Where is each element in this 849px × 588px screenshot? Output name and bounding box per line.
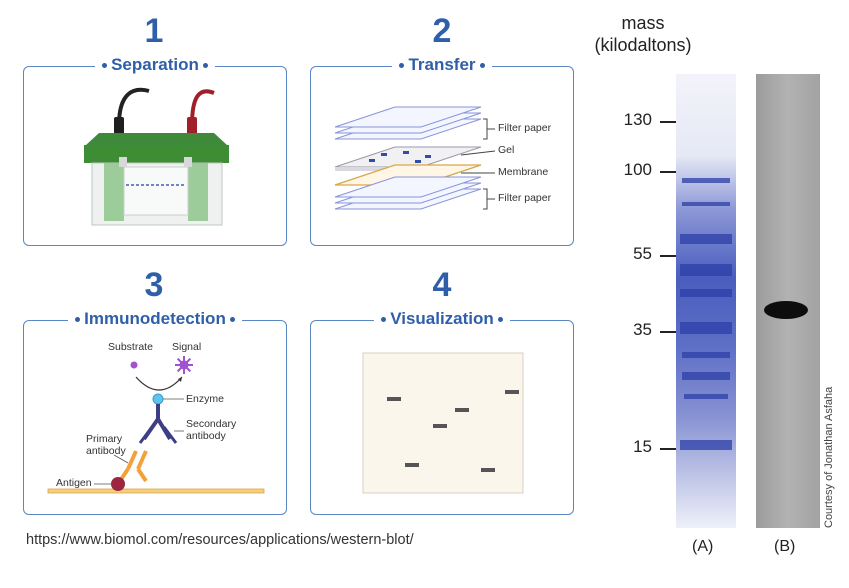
enzyme-label: Enzyme bbox=[186, 393, 224, 405]
mass-header-line1: mass bbox=[621, 13, 665, 33]
step-number-3: 3 bbox=[144, 266, 164, 304]
transfer-stack-illustration bbox=[334, 106, 496, 210]
antibody-detection-illustration bbox=[47, 356, 265, 494]
secondary-antibody-label: Secondary antibody bbox=[186, 418, 237, 442]
marker-100-tick bbox=[660, 171, 676, 173]
lane-b-label: (B) bbox=[774, 538, 796, 555]
marker-55-label: 55 bbox=[633, 244, 652, 263]
step-number-2: 2 bbox=[432, 12, 452, 50]
marker-130-label: 130 bbox=[623, 110, 652, 129]
membrane-bands-illustration bbox=[362, 352, 524, 494]
filter-paper-bottom-label: Filter paper bbox=[498, 192, 552, 204]
immunodetection-title-bar: Immunodetection bbox=[24, 309, 286, 331]
antigen-label: Antigen bbox=[56, 477, 92, 489]
signal-label: Signal bbox=[172, 341, 202, 353]
mass-axis-header: mass (kilodaltons) bbox=[588, 12, 698, 56]
membrane-label: Membrane bbox=[498, 166, 549, 178]
marker-100-label: 100 bbox=[623, 160, 652, 179]
marker-15-tick bbox=[660, 448, 676, 450]
visualization-title: Visualization bbox=[374, 309, 510, 328]
mass-header-line2: (kilodaltons) bbox=[594, 35, 692, 55]
separation-title: Separation bbox=[95, 55, 215, 74]
transfer-panel: Transfer Fil bbox=[310, 55, 574, 246]
marker-55-tick bbox=[660, 255, 676, 257]
source-url: https://www.biomol.com/resources/applica… bbox=[26, 532, 414, 548]
marker-130-tick bbox=[660, 121, 676, 123]
transfer-title-bar: Transfer bbox=[311, 55, 573, 77]
marker-35-label: 35 bbox=[633, 320, 652, 339]
marker-35-tick bbox=[660, 331, 676, 333]
separation-panel: Separation bbox=[23, 55, 287, 246]
substrate-label: Substrate bbox=[108, 341, 153, 353]
immunoblot-lane-b bbox=[756, 74, 820, 528]
step-number-4: 4 bbox=[432, 266, 452, 304]
step-number-1: 1 bbox=[144, 12, 164, 50]
photo-credit: Courtesy of Jonathan Asfaha bbox=[823, 386, 835, 528]
transfer-title: Transfer bbox=[392, 55, 492, 74]
electrophoresis-apparatus-illustration bbox=[84, 87, 229, 226]
separation-title-bar: Separation bbox=[24, 55, 286, 77]
gel-label: Gel bbox=[498, 144, 515, 156]
primary-antibody-label: Primary antibody bbox=[86, 433, 126, 457]
marker-15-label: 15 bbox=[633, 437, 652, 456]
visualization-title-bar: Visualization bbox=[311, 309, 573, 331]
immunodetection-title: Immunodetection bbox=[68, 309, 242, 328]
visualization-panel: Visualization bbox=[310, 309, 574, 515]
filter-paper-top-label: Filter paper bbox=[498, 122, 552, 134]
lane-a-label: (A) bbox=[692, 538, 714, 555]
coomassie-lane-a bbox=[676, 74, 736, 528]
immunodetection-panel: Immunodetection Sub bbox=[23, 309, 287, 515]
